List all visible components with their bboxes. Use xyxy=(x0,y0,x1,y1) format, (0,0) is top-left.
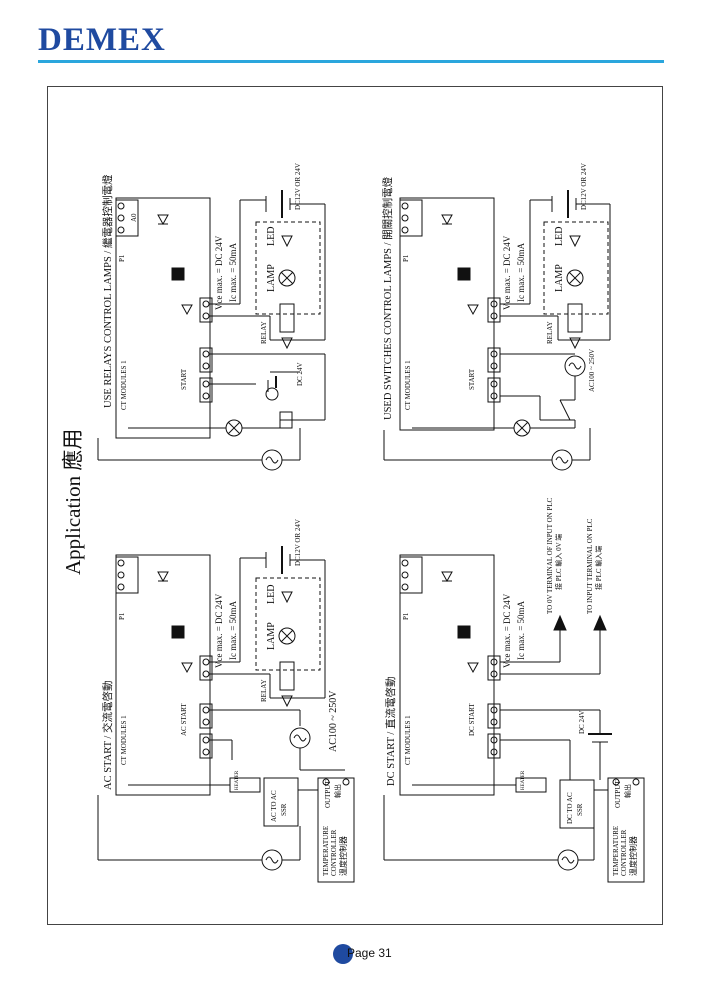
relay-label: RELAY xyxy=(260,679,268,702)
p1-label: P1 xyxy=(402,254,410,262)
temp-ctrl-label-2: CONTROLLER xyxy=(330,829,338,876)
output-label: OUTPUT xyxy=(614,780,622,808)
lamp-label: LAMP xyxy=(266,264,277,292)
terminal-block xyxy=(115,199,139,237)
ic-label: Ic max. = 50mA xyxy=(516,600,526,660)
panel-dc-start xyxy=(383,554,645,883)
figure-frame xyxy=(47,86,663,925)
status-square xyxy=(171,267,185,281)
ac-start-label: AC START xyxy=(180,703,188,736)
temp-ctrl-label-2: CONTROLLER xyxy=(620,829,628,876)
module-label: CT MODULES 1 xyxy=(120,360,128,410)
supply-label: DC12V OR 24V xyxy=(294,163,302,210)
ssr-block xyxy=(263,777,299,827)
panel-switches xyxy=(383,190,611,471)
vce-label: Vce max. = DC 24V xyxy=(214,593,224,668)
led-label: LED xyxy=(554,227,565,246)
header-rule xyxy=(38,60,664,63)
plc-0v-label: TO 0V TERMINAL OF INPUT ON PLC xyxy=(546,497,554,614)
ac-range-label: AC100 ~ 250V xyxy=(588,349,596,392)
ssr-label: SSR xyxy=(280,803,288,816)
start-label: START xyxy=(468,368,476,390)
ao-label: A0 xyxy=(130,213,138,222)
ssr-type-label: AC TO AC xyxy=(270,790,278,822)
dc24-label: DC 24V xyxy=(296,362,304,386)
temp-ctrl-zh: 溫度控制器 xyxy=(338,836,348,876)
plc-input-zh: 接 PLC 輸入端 xyxy=(594,546,603,590)
output-terminal xyxy=(199,297,213,323)
page-dot-icon xyxy=(333,944,353,964)
ic-label: Ic max. = 50mA xyxy=(228,600,238,660)
output-zh-label: 輸出 xyxy=(623,784,632,798)
module-label: CT MODULES 1 xyxy=(120,715,128,765)
brand-logo: DEMEX xyxy=(38,22,166,58)
ic-label: Ic max. = 50mA xyxy=(516,242,526,302)
temp-ctrl-label: TEMPERATURE xyxy=(612,826,620,876)
panel-ac-start xyxy=(97,546,355,883)
relay-coil xyxy=(279,303,295,333)
p1-label: P1 xyxy=(118,612,126,620)
output-label: OUTPUT xyxy=(324,780,332,808)
p1-label: P1 xyxy=(118,254,126,262)
temp-ctrl-label: TEMPERATURE xyxy=(322,826,330,876)
ac-range-label: AC100 ~ 250V xyxy=(328,690,339,752)
ssr-label: SSR xyxy=(576,803,584,816)
led-symbol xyxy=(157,214,169,226)
heater-label: HEATER xyxy=(235,770,240,790)
module-label: CT MODULES 1 xyxy=(404,715,412,765)
page-number: Page 31 xyxy=(347,946,392,960)
supply-label: DC12V OR 24V xyxy=(294,519,302,566)
p1-label: P1 xyxy=(402,612,410,620)
dc24-label: DC 24V xyxy=(578,710,586,734)
relay-label: RELAY xyxy=(260,321,268,344)
heater-label: HEATER xyxy=(521,770,526,790)
dc-start-label: DC START xyxy=(468,703,476,736)
module-body xyxy=(115,197,211,439)
lamp-label: LAMP xyxy=(554,264,565,292)
module-label: CT MODULES 1 xyxy=(404,360,412,410)
lamp-label: LAMP xyxy=(266,622,277,650)
led-label: LED xyxy=(266,585,277,604)
relay-label: RELAY xyxy=(546,321,554,344)
start-label: START xyxy=(180,368,188,390)
plc-0v-zh: 接 PLC 輸入 0V 端 xyxy=(554,534,563,590)
ssr-type-label: DC TO AC xyxy=(566,792,574,824)
plc-input-label: TO INPUT TERMINAL ON PLC xyxy=(586,518,594,614)
vce-label: Vce max. = DC 24V xyxy=(214,235,224,310)
output-zh-label: 輸出 xyxy=(333,784,342,798)
ic-label: Ic max. = 50mA xyxy=(228,242,238,302)
panel-relays xyxy=(97,190,326,471)
vce-label: Vce max. = DC 24V xyxy=(502,235,512,310)
temp-ctrl-zh: 溫度控制器 xyxy=(628,836,638,876)
supply-label: DC12V OR 24V xyxy=(580,163,588,210)
vce-label: Vce max. = DC 24V xyxy=(502,593,512,668)
led-label: LED xyxy=(266,227,277,246)
